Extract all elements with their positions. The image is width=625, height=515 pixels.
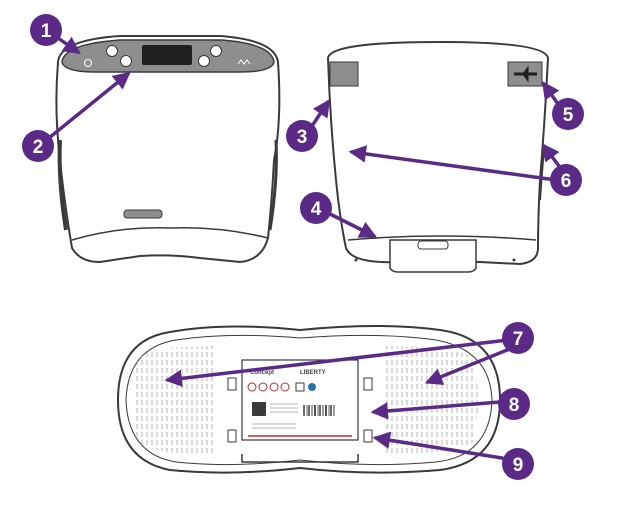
display-screen bbox=[142, 45, 192, 65]
back-view bbox=[326, 40, 550, 273]
label-qr-code bbox=[252, 402, 266, 416]
wifi-icon bbox=[237, 59, 251, 65]
svg-text:6: 6 bbox=[561, 171, 572, 192]
label-model-text: LIBERTY bbox=[300, 370, 326, 376]
callout-3: 3 bbox=[286, 120, 318, 152]
label-fine-print bbox=[252, 403, 298, 429]
callout-9: 9 bbox=[502, 448, 534, 480]
callout-line-5 bbox=[541, 81, 560, 106]
callout-8: 8 bbox=[498, 388, 530, 420]
power-icon bbox=[84, 59, 92, 67]
front-view bbox=[55, 35, 281, 264]
svg-text:1: 1 bbox=[41, 21, 52, 42]
back-base-line bbox=[347, 235, 537, 241]
clip-left-bottom bbox=[227, 429, 237, 443]
callout-line-9 bbox=[372, 431, 504, 460]
svg-text:3: 3 bbox=[297, 127, 308, 148]
svg-text:4: 4 bbox=[311, 199, 322, 220]
clip-right-bottom bbox=[363, 429, 373, 443]
label-warning-icons bbox=[247, 382, 316, 392]
intake-vent-right bbox=[385, 346, 478, 456]
back-panel-left bbox=[329, 61, 359, 87]
callout-7: 7 bbox=[502, 322, 534, 354]
svg-text:2: 2 bbox=[33, 137, 44, 158]
front-side-shadow-left bbox=[57, 139, 68, 231]
callout-line-7b bbox=[424, 346, 514, 385]
button-left-bottom bbox=[120, 55, 132, 67]
button-right-top bbox=[210, 45, 222, 57]
intake-vent-left bbox=[134, 346, 215, 456]
air-outlet-connector bbox=[514, 65, 537, 83]
label-barcode bbox=[303, 405, 335, 416]
battery-latch bbox=[389, 239, 477, 273]
svg-text:7: 7 bbox=[513, 329, 524, 350]
clip-left-top bbox=[227, 377, 237, 391]
callout-4: 4 bbox=[300, 192, 332, 224]
svg-text:5: 5 bbox=[563, 105, 574, 126]
front-side-shadow-right bbox=[268, 139, 278, 231]
callout-line-1 bbox=[56, 36, 81, 55]
front-body bbox=[55, 35, 281, 264]
callout-6: 6 bbox=[550, 164, 582, 196]
battery-slot bbox=[241, 454, 359, 463]
callout-line-8 bbox=[370, 400, 502, 420]
callout-2: 2 bbox=[22, 130, 54, 162]
callout-line-6a bbox=[348, 145, 558, 182]
button-left-top bbox=[106, 45, 118, 57]
back-foot-left bbox=[354, 258, 358, 262]
callout-5: 5 bbox=[552, 98, 584, 130]
panel-buttons bbox=[84, 45, 251, 67]
front-handle-slot bbox=[123, 209, 163, 219]
callout-line-2 bbox=[42, 71, 131, 144]
svg-text:9: 9 bbox=[513, 455, 524, 476]
back-body bbox=[326, 40, 550, 266]
callout-1: 1 bbox=[30, 14, 62, 46]
callout-line-7a bbox=[164, 338, 510, 388]
front-base-line bbox=[71, 226, 269, 241]
label-brand-text: Concept bbox=[250, 370, 274, 376]
bottom-view: Concept LIBERTY bbox=[116, 325, 502, 474]
device-label bbox=[241, 359, 359, 441]
callout-lines bbox=[42, 36, 564, 460]
clip-right-top bbox=[363, 377, 373, 391]
svg-text:8: 8 bbox=[509, 395, 520, 416]
battery-latch-tab bbox=[417, 240, 449, 250]
back-foot-right bbox=[512, 258, 516, 262]
callout-badges: 1 2 3 4 5 6 7 8 bbox=[22, 14, 584, 480]
button-right-bottom bbox=[198, 55, 210, 67]
